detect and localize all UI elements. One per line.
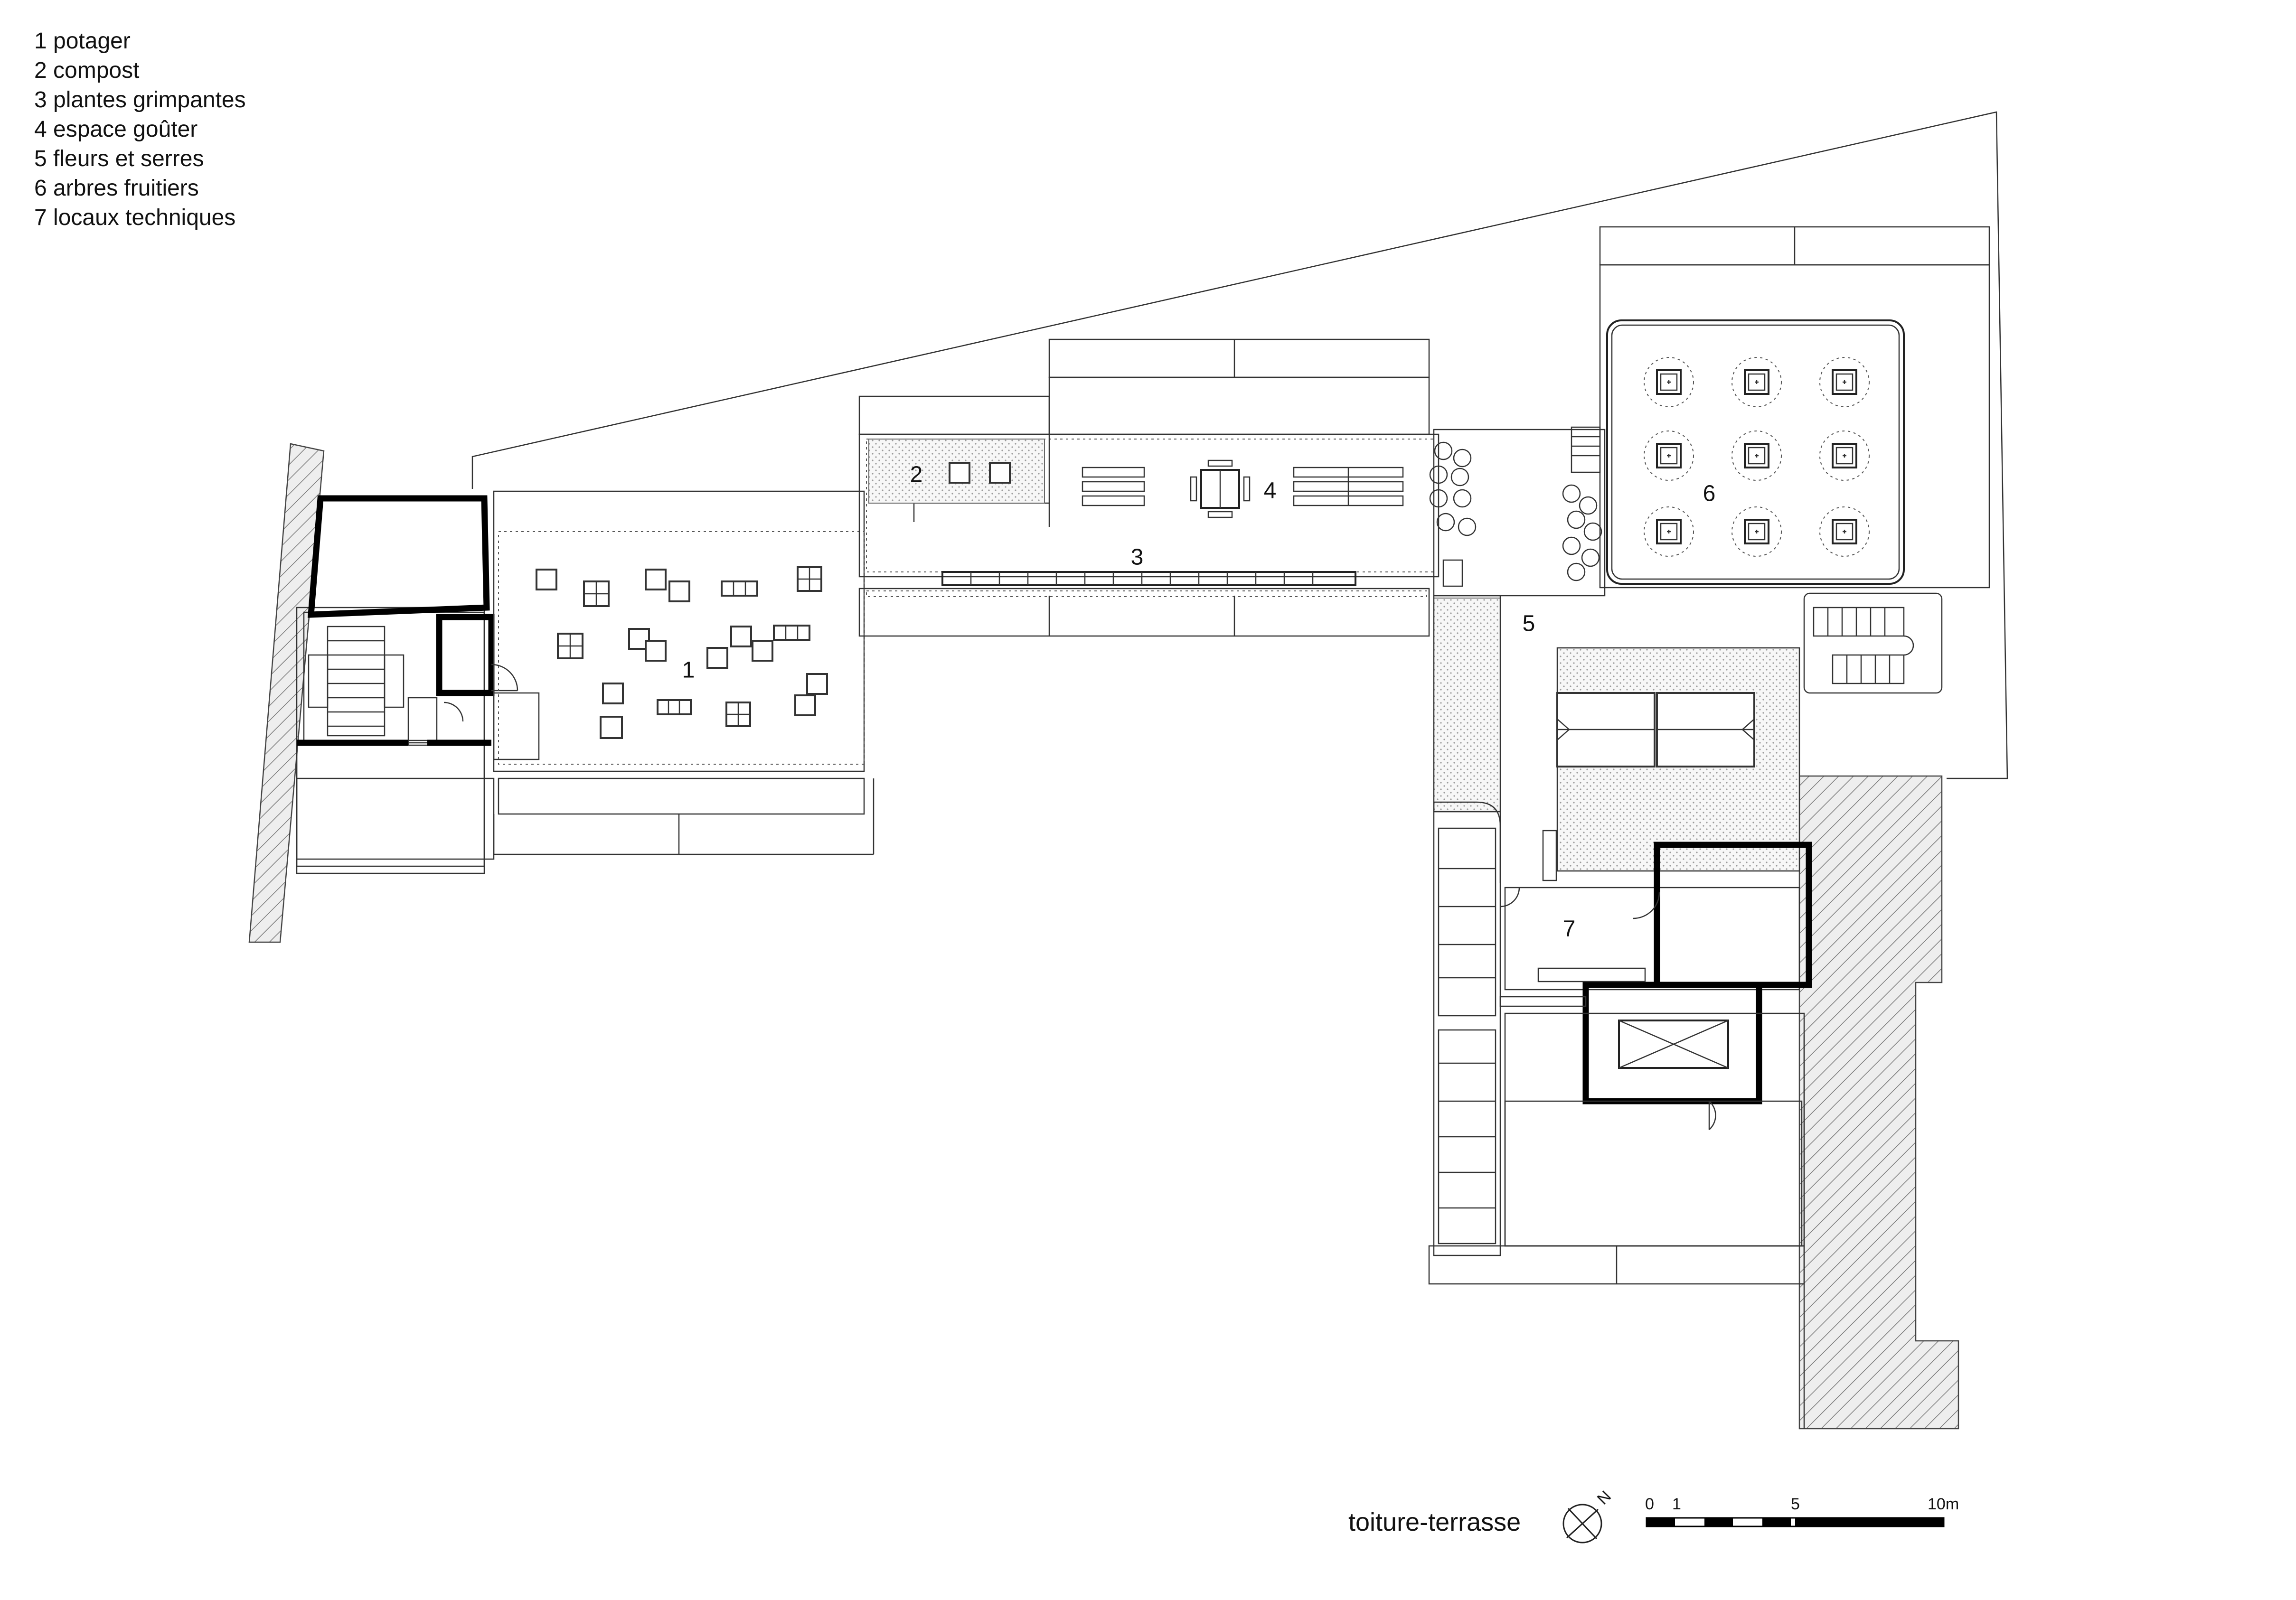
fruit-tree: [1644, 430, 1694, 481]
legend-item: 3 plantes grimpantes: [34, 87, 246, 112]
central-path: [1433, 429, 1606, 813]
fruit-tree: [1644, 357, 1694, 407]
fruit-tree: [1819, 430, 1870, 481]
zone-label-4: 4: [1264, 478, 1277, 504]
planter-strip-east: [1433, 801, 1501, 1256]
fruit-tree: [1644, 506, 1694, 557]
potager-terrace: [296, 490, 875, 860]
zone-label-6: 6: [1703, 481, 1716, 506]
orchard-terrace: [1571, 226, 1990, 589]
legend-item: 5 fleurs et serres: [34, 146, 204, 171]
fruit-tree: [1731, 430, 1782, 481]
scale-tick-10m: 10m: [1928, 1495, 1959, 1513]
party-wall-left: [248, 443, 325, 943]
north-label: N: [1594, 1487, 1615, 1508]
fruit-trees: [1644, 357, 1870, 557]
scale-tick-1: 1: [1672, 1495, 1681, 1513]
greenhouse-area: [1542, 647, 1800, 881]
stair-steps: [308, 626, 405, 737]
zone-label-2: 2: [910, 462, 923, 487]
plan-title: toiture-terrasse: [1348, 1508, 1521, 1536]
zone-label-7: 7: [1563, 917, 1576, 942]
picnic-furniture: [1082, 459, 1404, 518]
fruit-tree: [1731, 357, 1782, 407]
fruit-tree: [1731, 506, 1782, 557]
north-arrow-icon: N: [1562, 1487, 1615, 1544]
legend-item: 1 potager: [34, 28, 131, 54]
zone-labels: 1 2 3 4 5 6 7: [682, 462, 1716, 942]
technical-rooms: [1499, 842, 1812, 1247]
legend-item: 4 espace goûter: [34, 117, 198, 142]
scale-tick-5: 5: [1791, 1495, 1800, 1513]
legend-item: 7 locaux techniques: [34, 205, 236, 230]
zone-label-3: 3: [1131, 545, 1144, 570]
neighbour-building-right: [1798, 775, 1959, 1430]
compost-area: [868, 439, 1045, 504]
zone-label-1: 1: [682, 658, 695, 683]
fruit-tree: [1819, 357, 1870, 407]
fruit-tree: [1819, 506, 1870, 557]
legend-item: 2 compost: [34, 58, 140, 83]
technical-room-left: [297, 495, 518, 746]
building-bottom-edge: [1428, 1035, 1805, 1429]
legend: 1 potager 2 compost 3 plantes grimpantes…: [34, 27, 246, 233]
legend-item: 6 arbres fruitiers: [34, 176, 199, 201]
vegetable-planters: [536, 566, 828, 739]
zone-label-5: 5: [1523, 611, 1535, 636]
scale-bar: 0 1 5 10m: [1645, 1495, 1959, 1527]
site-outline: [471, 111, 2008, 779]
scale-tick-0: 0: [1645, 1495, 1654, 1513]
flower-shrubs: [1429, 441, 1602, 581]
climbing-plant-trellis: [858, 571, 1430, 637]
stair-right: [1803, 592, 1943, 694]
